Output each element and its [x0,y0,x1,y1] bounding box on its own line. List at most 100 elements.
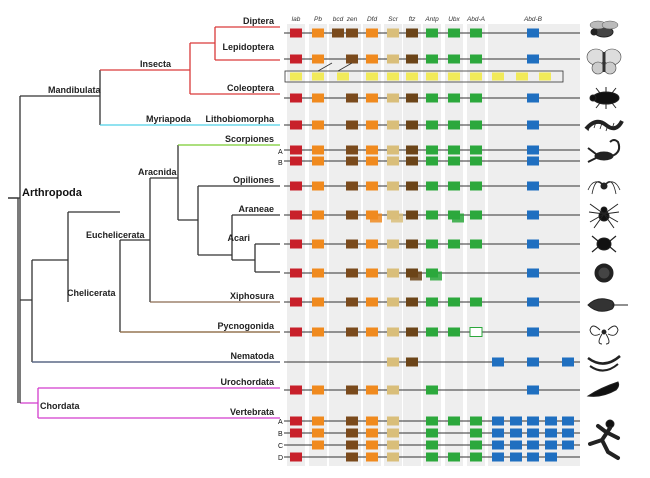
gene-box-duplicate-ftz [410,271,422,281]
divergent-homeobox-box [516,72,528,81]
gene-box-scr [387,268,399,278]
cluster-row-lepidoptera [284,54,580,64]
gene-box-abd-b [527,268,539,278]
gene-box-dfd [366,156,378,166]
gene-box-abd-a [470,239,482,249]
label-aracnida: Aracnida [138,167,178,177]
gene-box-zen [346,416,358,426]
gene-box-abd-a [470,181,482,191]
gene-box-scr [387,156,399,166]
branch-aracnida [120,178,151,302]
gene-box-dfd [366,54,378,64]
gene-box-pb [312,120,324,130]
phylogenetic-tree [8,26,280,419]
divergent-homeobox-box [539,72,551,81]
gene-box-scr [387,385,399,395]
human-runner-icon [588,419,620,460]
taxon-vertebrata: Vertebrata [230,407,275,417]
gene-box-pb [312,181,324,191]
gene-box-abd-b-paralog [527,452,539,462]
cluster-row-scorpion-b [284,156,580,166]
label-chordata: Chordata [40,401,80,411]
gene-label-ftz: ftz [409,16,417,23]
gene-box-scr [387,440,399,450]
gene-box-antp [426,327,438,337]
gene-box-ftz [406,357,418,367]
gene-box-pb [312,268,324,278]
gene-box-zen [346,239,358,249]
gene-box-abd-a [469,327,483,337]
gene-box-abd-b-paralog [562,416,574,426]
gene-box-pb [312,416,324,426]
gene-box-scr [387,297,399,307]
gene-box-abd-b-paralog [492,428,504,438]
moth-icon [586,48,622,75]
gene-box-abd-b-paralog [510,428,522,438]
gene-box-dfd [366,452,378,462]
gene-label-scr: Scr [388,16,399,23]
gene-box-zen [346,297,358,307]
gene-box-ftz [406,93,418,103]
gene-box-dfd [366,297,378,307]
gene-box-scr [387,120,399,130]
gene-box-duplicate-dfd [370,213,382,223]
branch-araneae-acari [198,214,280,273]
gene-box-lab [290,416,302,426]
gene-box-antp [426,239,438,249]
gene-box-pb [312,93,324,103]
label-mandibulata: Mandibulata [48,85,101,95]
gene-box-ubx [448,93,460,103]
cluster-label-vert-b: B [278,431,283,438]
gene-box-abd-b [527,181,539,191]
lepidoptera-divergent-strip [284,62,564,83]
gene-box-scr [387,416,399,426]
tick-icon [594,263,614,283]
gene-box-antp [426,385,438,395]
gene-box-bcd [332,28,344,38]
taxon-lepidoptera: Lepidoptera [222,42,274,52]
gene-box-ftz [406,239,418,249]
taxon-scorpiones: Scorpiones [225,134,274,144]
gene-box-abd-b-paralog [527,357,539,367]
taxon-opiliones: Opiliones [233,175,274,185]
cluster-row-vert-b [284,428,580,438]
gene-box-scr [387,239,399,249]
gene-box-duplicate-antp [430,271,442,281]
branch-insecta [100,26,280,95]
gene-box-duplicate-scr [391,213,403,223]
gene-box-dfd [366,28,378,38]
gene-box-zen [346,120,358,130]
gene-box-abd-a [470,428,482,438]
gene-box-ubx [448,120,460,130]
gene-box-zen [346,327,358,337]
hox-cluster-rows [284,28,580,462]
gene-box-pb [312,210,324,220]
gene-box-pb [312,327,324,337]
gene-box-dfd [366,239,378,249]
cluster-row-araneae [284,210,580,223]
label-insecta: Insecta [140,59,172,69]
cluster-row-coleoptera [284,93,580,103]
cluster-row-urochordata [284,385,580,395]
cluster-label-vert-c: C [278,443,283,450]
gene-box-abd-b-paralog [492,452,504,462]
gene-box-zen [346,385,358,395]
gene-box-pb [312,385,324,395]
cluster-row-acari-1 [284,239,580,249]
gene-box-zen [346,93,358,103]
cluster-row-scorpion-a [284,145,580,155]
divergent-boxes [290,72,551,81]
gene-box-abd-b [527,239,539,249]
gene-box-abd-b [527,93,539,103]
gene-box-pb [312,239,324,249]
gene-box-zen [346,210,358,220]
gene-box-abd-b [527,385,539,395]
gene-box-dfd [366,145,378,155]
gene-box-ubx [448,452,460,462]
gene-box-zen [346,28,358,38]
gene-box-zen [346,428,358,438]
gene-box-lab [290,452,302,462]
gene-box-abd-b-paralog [492,440,504,450]
gene-box-ftz [406,145,418,155]
gene-box-abd-b-paralog [492,357,504,367]
